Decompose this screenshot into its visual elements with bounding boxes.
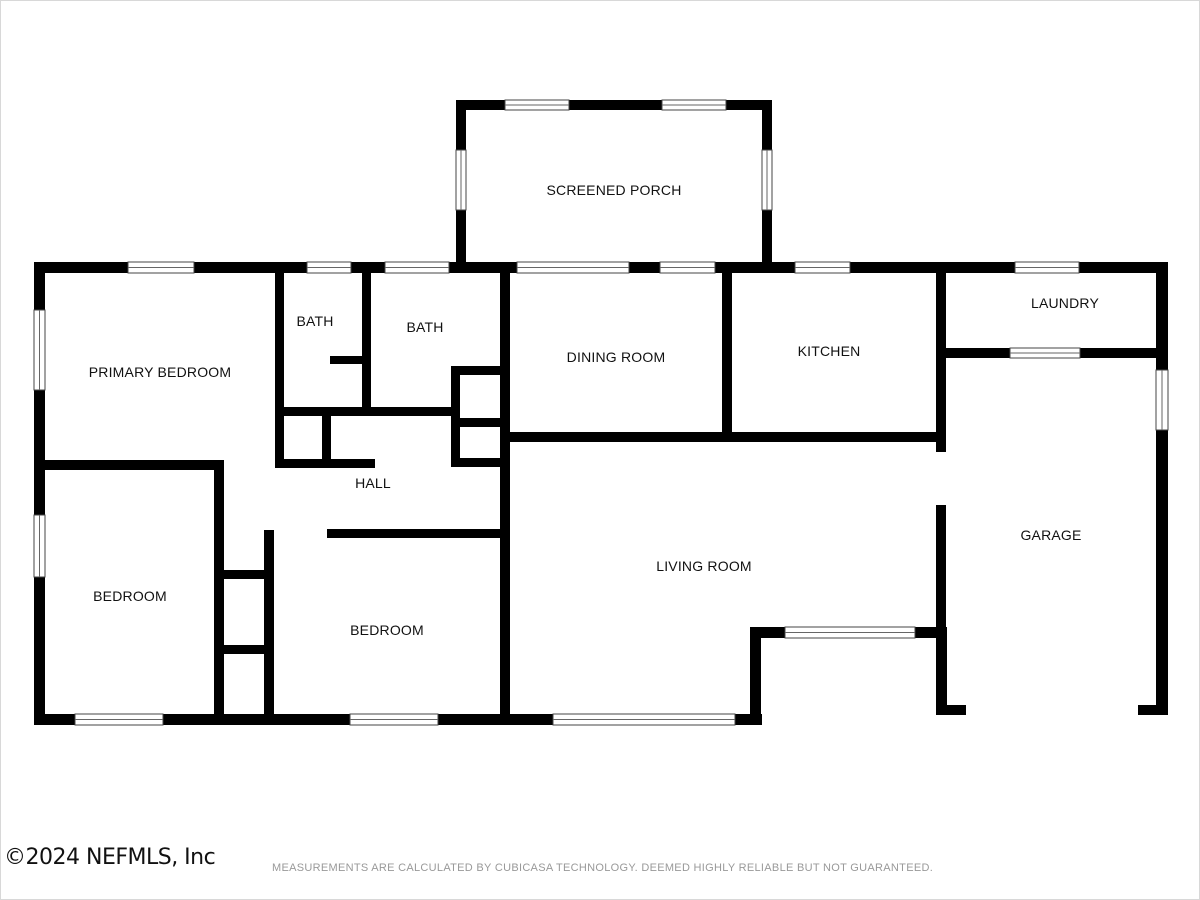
wall-segment [1138,705,1168,715]
wall-segment [451,458,510,467]
room-label-garage: GARAGE [1020,527,1082,543]
wall-segment [722,262,732,437]
wall-segment [936,627,947,715]
wall-segment [362,262,371,412]
room-label-bath-1: BATH [296,313,334,329]
window [504,99,570,111]
window [659,261,716,274]
wall-segment [275,262,284,467]
window [306,261,352,274]
wall-segment [936,262,946,452]
windows [33,99,1169,726]
room-label-living-room: LIVING ROOM [656,558,752,574]
wall-segment [936,705,966,715]
wall-segment [330,356,370,364]
window [384,261,450,274]
window [1009,347,1081,359]
window [33,309,46,391]
wall-segment [1156,262,1168,715]
window [127,261,195,274]
room-label-primary-bedroom: PRIMARY BEDROOM [88,364,232,380]
wall-segment [34,262,45,724]
room-label-screened-porch: SCREENED PORCH [546,182,682,198]
wall-segment [214,645,274,654]
room-label-hall: HALL [355,475,391,491]
wall-segment [275,459,375,468]
wall-segment [456,100,771,110]
measurement-disclaimer: MEASUREMENTS ARE CALCULATED BY CUBICASA … [272,862,934,874]
wall-segment [327,529,510,538]
room-label-bath-2: BATH [406,319,444,335]
wall-segment [34,460,224,470]
window [74,713,164,726]
window [516,261,630,274]
wall-segment [503,432,946,442]
window [33,514,46,578]
window [784,626,916,639]
copyright-text: ©2024 NEFMLS, Inc [4,845,216,870]
window [1155,369,1169,431]
wall-segment [451,418,510,427]
window [1014,261,1080,274]
wall-segment [451,366,460,466]
window [552,713,736,726]
wall-segment [264,530,274,724]
window [661,99,727,111]
wall-segment [500,262,510,722]
wall-segment [322,407,331,467]
wall-segment [936,505,946,635]
window [455,149,467,211]
window [761,149,773,211]
room-label-kitchen: KITCHEN [797,343,861,359]
window [794,261,851,274]
room-label-dining-room: DINING ROOM [566,349,666,365]
wall-segment [451,366,510,375]
wall-segment [275,407,455,416]
room-label-laundry: LAUNDRY [1030,295,1100,311]
room-label-bedroom-2: BEDROOM [350,622,424,638]
wall-segment [214,460,224,724]
wall-segment [214,570,274,579]
wall-segment [750,627,761,724]
room-label-bedroom-1: BEDROOM [93,588,167,604]
window [349,713,439,726]
